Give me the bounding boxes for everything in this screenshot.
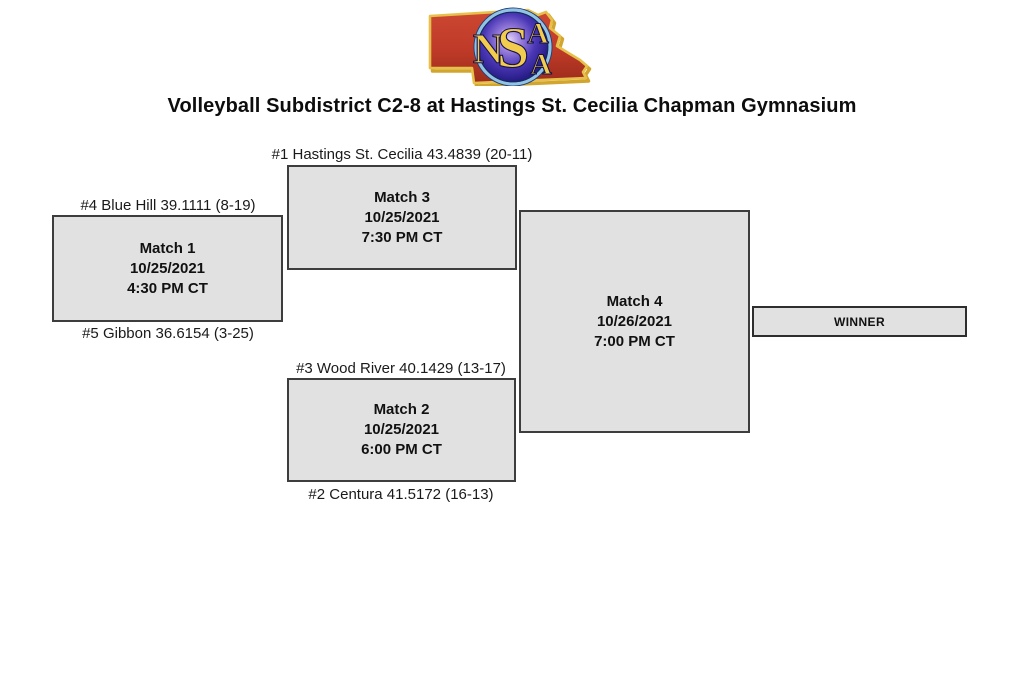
match-4-time: 7:00 PM CT <box>594 332 675 350</box>
match-2-time: 6:00 PM CT <box>361 441 442 458</box>
sparkle <box>501 29 507 35</box>
seed-label-centura: #2 Centura 41.5172 (16-13) <box>308 486 494 503</box>
medallion-field <box>477 11 549 83</box>
sparkle <box>492 56 496 60</box>
match-1-time: 4:30 PM CT <box>127 279 208 297</box>
logo-letter-a1: A <box>527 17 549 50</box>
medallion-light-ring <box>474 8 552 86</box>
match-1-date: 10/25/2021 <box>129 259 206 277</box>
match-4-name: Match 4 <box>606 292 663 310</box>
match-2-box: Match 2 10/25/2021 6:00 PM CT <box>287 378 516 482</box>
match-4-date: 10/26/2021 <box>596 312 673 330</box>
match-1-name: Match 1 <box>139 239 196 257</box>
nsaa-logo-graphic: N A A S <box>428 7 592 86</box>
match-1-box: Match 1 10/25/2021 4:30 PM CT <box>52 215 283 322</box>
page-title: Volleyball Subdistrict C2-8 at Hastings … <box>167 95 857 117</box>
winner-box: WINNER <box>752 306 967 337</box>
match-3-date: 10/25/2021 <box>364 208 440 226</box>
seed-label-gibbon: #5 Gibbon 36.6154 (3-25) <box>82 325 254 342</box>
seed-label-blue-hill: #4 Blue Hill 39.1111 (8-19) <box>80 197 256 214</box>
logo-letter-a2: A <box>530 48 552 81</box>
match-3-time: 7:30 PM CT <box>361 228 443 246</box>
sparkle <box>523 56 527 60</box>
match-2-name: Match 2 <box>373 401 430 418</box>
logo-letter-n: N <box>473 27 503 73</box>
match-3-box: Match 3 10/25/2021 7:30 PM CT <box>287 165 517 270</box>
logo-letter-s: S <box>497 15 529 80</box>
match-2-date: 10/25/2021 <box>363 421 440 438</box>
match-3-name: Match 3 <box>374 188 430 206</box>
match-4-box: Match 4 10/26/2021 7:00 PM CT <box>519 210 750 433</box>
seed-label-wood-river: #3 Wood River 40.1429 (13-17) <box>296 360 506 377</box>
seed-label-hastings-st-cecilia: #1 Hastings St. Cecilia 43.4839 (20-11) <box>271 146 533 163</box>
nsaa-logo: N A A S <box>424 6 592 86</box>
winner-label: WINNER <box>833 314 886 329</box>
